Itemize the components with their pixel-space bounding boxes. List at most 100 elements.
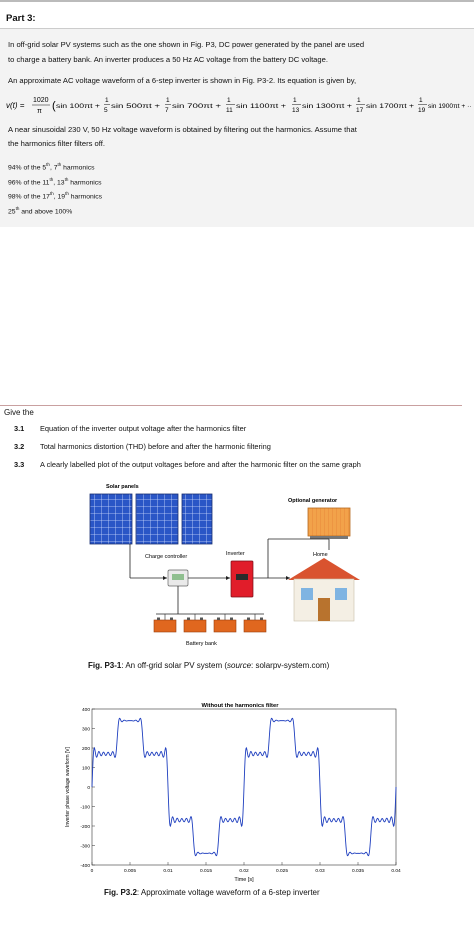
battery-terminal [247,617,250,620]
fig1-caption: Fig. P3-1: An off-grid solar PV system (… [88,661,329,670]
y-axis-label: Inverter phase voltage waveform [V] [65,746,71,827]
eq-term-expr: sin 1100πt + [236,103,286,110]
battery-terminal [217,617,220,620]
eq-term-num: 1 [293,97,297,104]
problem-panel: In off-grid solar PV systems such as the… [0,28,474,227]
inverter-panel [236,574,248,580]
eq-term-expr: sin 1300πt + [302,103,352,110]
filter-item-sup2: th [64,176,69,182]
battery-icon [213,619,237,633]
label-battery-bank: Battery bank [186,641,217,647]
filter-item-pct: 96% of the 11 [8,178,50,186]
label-solar-panels: Solar panels [106,484,139,490]
battery-terminal [170,617,173,620]
x-tick-label: 0.01 [163,868,173,874]
label-home: Home [313,552,328,558]
y-tick-label: 100 [82,765,90,771]
label-charge-controller: Charge controller [145,554,187,560]
question-number: 3.3 [14,460,25,469]
eq-term-expr: sin 100πt + [56,103,100,110]
eq-term-den: 5 [104,107,108,114]
fig1-caption-source: : solarpv-system.com) [251,661,330,670]
eq-paren: ( [52,100,56,112]
battery-bank [153,614,267,633]
x-tick-label: 0 [91,868,94,874]
eq-coef-den: π [37,108,42,115]
fig2-caption: Fig. P3.2: Approximate voltage waveform … [104,888,320,897]
solar-panel-middle [135,493,179,545]
eq-lhs: v(t) = [6,101,25,110]
fig1-caption-text: : An off-grid solar PV system ( [121,661,228,670]
generator-icon [307,507,351,537]
filter-item-sup2: th [57,162,62,167]
filter-item-tail: harmonics [68,178,102,186]
filter-item-mid: and above 100% [19,207,73,215]
eq-term-num: 1 [419,97,423,104]
y-tick-label: -200 [80,824,90,830]
x-tick-label: 0.035 [352,868,364,874]
eq-term-den: 11 [226,107,233,114]
eq-term-expr: sin 700πt + [172,103,221,110]
question-number: 3.2 [14,442,25,451]
filter-item-sup2: th [65,191,69,196]
filter-item: 94% of the 5th, 7th harmonics [8,162,95,171]
arrow-icon [286,576,290,580]
eq-term-den: 7 [165,107,169,114]
filter-item-mid: , 19 [53,193,66,201]
y-tick-label: 400 [82,707,90,713]
battery-icon [153,619,177,633]
filter-item: 96% of the 11th, 13th harmonics [8,177,102,186]
arrow-icon [226,576,230,580]
label-inverter: Inverter [226,551,245,557]
eq-term-expr: sin 1900πt + ···) [428,103,472,110]
x-tick-label: 0.015 [200,868,212,874]
home-window [301,588,313,600]
filter-item-sup1: th [49,176,54,182]
eq-term-num: 1 [166,97,170,104]
filter-item-sup1: th [49,191,54,196]
eq-term-num: 1 [357,97,361,104]
home-door [318,598,330,621]
eq-term-den: 19 [418,107,426,114]
battery-icon [243,619,267,633]
top-divider [0,0,474,2]
battery-terminal [200,617,203,620]
battery-terminal [230,617,233,620]
fig1-caption-label: Fig. P3-1 [88,661,122,670]
eq-coef-num: 1020 [33,97,49,104]
y-tick-label: 200 [82,746,90,752]
battery-terminal [157,617,160,620]
question-text: Equation of the inverter output voltage … [40,424,247,433]
y-tick-label: -300 [80,843,90,849]
arrow-icon [163,576,167,580]
battery-icon [183,619,207,633]
y-tick-label: 0 [87,785,90,791]
solar-panel-right [181,493,213,545]
home-window [335,588,347,600]
y-tick-label: 300 [82,726,90,732]
pv-system-diagram: Solar panels Optional generator Charge c… [89,484,360,647]
filter-line-1: A near sinusoidal 230 V, 50 Hz voltage w… [8,125,357,134]
part-title: Part 3: [6,13,36,24]
filter-item-tail: harmonics [61,164,95,172]
generator-base [310,536,348,539]
y-tick-label: -400 [80,863,90,869]
chart-title: Without the harmonics filter [202,703,280,709]
approx-line: An approximate AC voltage waveform of a … [8,76,357,85]
fig1-caption-source-label: source [227,661,252,670]
filter-item: 98% of the 17th, 19th harmonics [8,191,102,200]
section-divider [0,405,462,406]
battery-terminal [187,617,190,620]
eq-term-den: 13 [292,107,300,114]
fig2-caption-text: : Approximate voltage waveform of a 6-st… [136,888,320,897]
filter-line-2: the harmonics filter filters off. [8,139,105,148]
eq-term-expr: sin 500πt + [111,103,160,110]
x-tick-label: 0.03 [315,868,325,874]
x-tick-label: 0.025 [276,868,288,874]
question-text: Total harmonics distortion (THD) before … [40,442,271,451]
filter-item-tail: harmonics [68,193,103,201]
filter-item-sup1: th [15,205,20,211]
